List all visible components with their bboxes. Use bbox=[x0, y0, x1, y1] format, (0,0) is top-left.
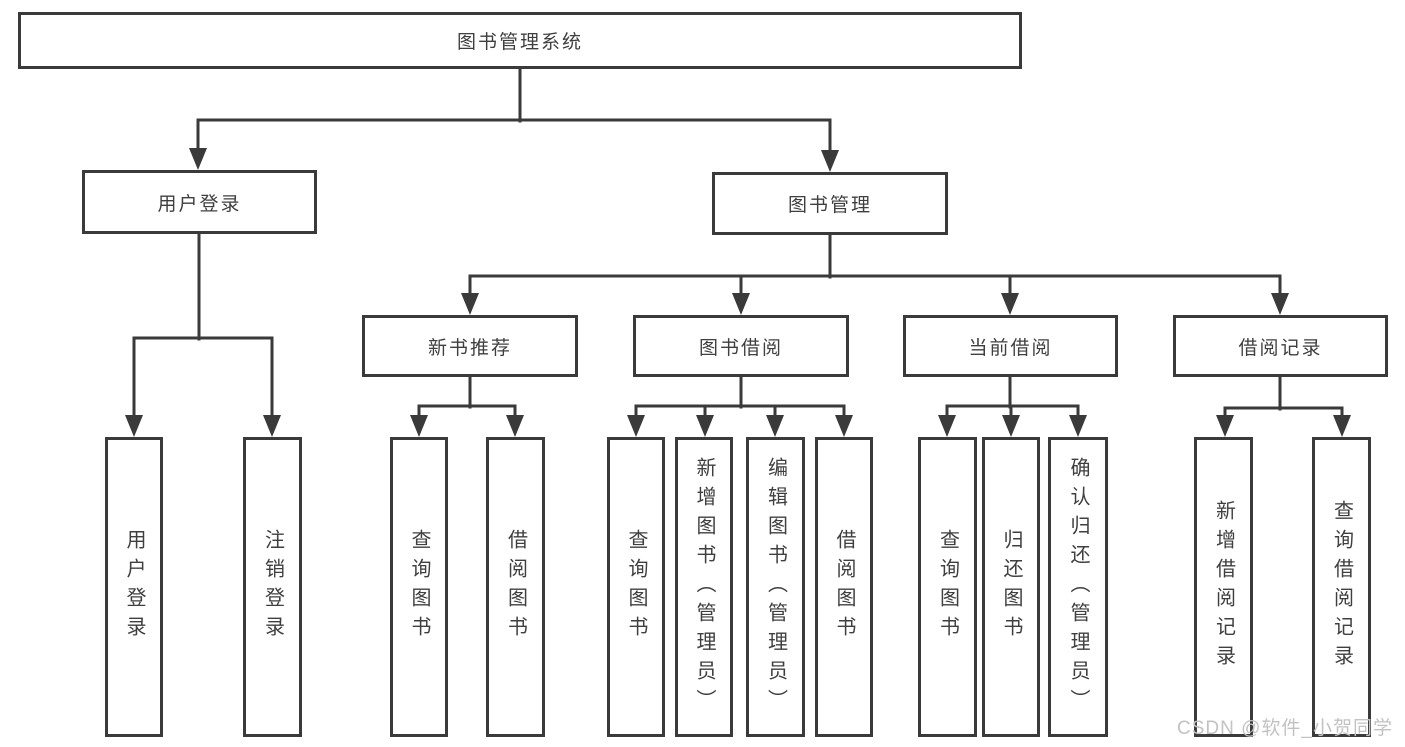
leaf-user-login: 用户登录 bbox=[105, 437, 163, 737]
node-new-book-recommend-label: 新书推荐 bbox=[427, 337, 512, 359]
node-current-borrowing: 当前借阅 bbox=[903, 315, 1118, 377]
node-current-borrowing-label: 当前借阅 bbox=[968, 337, 1053, 359]
node-book-management: 图书管理 bbox=[712, 172, 948, 235]
leaf-confirm-return-admin: 确认归还（管理员） bbox=[1048, 437, 1108, 737]
node-new-book-recommend: 新书推荐 bbox=[362, 315, 578, 377]
leaf-edit-books-admin: 编辑图书（管理员） bbox=[746, 437, 805, 737]
node-user-login-label: 用户登录 bbox=[157, 193, 242, 215]
leaf-logout-label: 注销登录 bbox=[261, 529, 284, 645]
node-borrowing-records: 借阅记录 bbox=[1173, 315, 1388, 377]
leaf-return-books-label: 归还图书 bbox=[1000, 529, 1022, 645]
leaf-query-books-recommend-label: 查询图书 bbox=[408, 529, 430, 645]
leaf-add-borrow-record-label: 新增借阅记录 bbox=[1212, 500, 1235, 674]
connector-segments bbox=[132, 66, 1344, 423]
leaf-confirm-return-admin-label: 确认归还（管理员） bbox=[1067, 456, 1089, 718]
leaf-query-borrow-record: 查询借阅记录 bbox=[1312, 437, 1371, 737]
leaf-edit-books-admin-label: 编辑图书（管理员） bbox=[764, 456, 787, 718]
watermark: CSDN @软件_小贺同学 bbox=[1177, 718, 1393, 739]
leaf-borrow-books-label: 借阅图书 bbox=[833, 529, 855, 645]
leaf-query-books-current-label: 查询图书 bbox=[936, 529, 959, 645]
node-book-borrowing: 图书借阅 bbox=[633, 315, 849, 377]
leaf-add-books-admin: 新增图书（管理员） bbox=[675, 437, 733, 737]
leaf-query-borrow-record-label: 查询借阅记录 bbox=[1330, 500, 1353, 674]
node-library-system-label: 图书管理系统 bbox=[456, 32, 583, 53]
node-book-management-label: 图书管理 bbox=[787, 195, 872, 216]
leaf-return-books: 归还图书 bbox=[982, 437, 1040, 737]
leaf-query-books-borrowing: 查询图书 bbox=[607, 437, 665, 737]
node-book-borrowing-label: 图书借阅 bbox=[698, 337, 783, 359]
leaf-user-login-label: 用户登录 bbox=[123, 529, 145, 645]
leaf-query-books-recommend: 查询图书 bbox=[390, 437, 448, 737]
node-borrowing-records-label: 借阅记录 bbox=[1238, 337, 1323, 359]
leaf-borrow-books-recommend: 借阅图书 bbox=[486, 437, 545, 737]
leaf-logout: 注销登录 bbox=[243, 437, 302, 737]
leaf-add-books-admin-label: 新增图书（管理员） bbox=[693, 456, 715, 718]
leaf-add-borrow-record: 新增借阅记录 bbox=[1194, 437, 1253, 737]
leaf-query-books-current: 查询图书 bbox=[918, 437, 977, 737]
leaf-borrow-books: 借阅图书 bbox=[815, 437, 873, 737]
leaf-query-books-borrowing-label: 查询图书 bbox=[625, 529, 647, 645]
node-user-login: 用户登录 bbox=[82, 170, 317, 234]
node-library-system: 图书管理系统 bbox=[18, 12, 1022, 69]
leaf-borrow-books-recommend-label: 借阅图书 bbox=[504, 529, 527, 645]
